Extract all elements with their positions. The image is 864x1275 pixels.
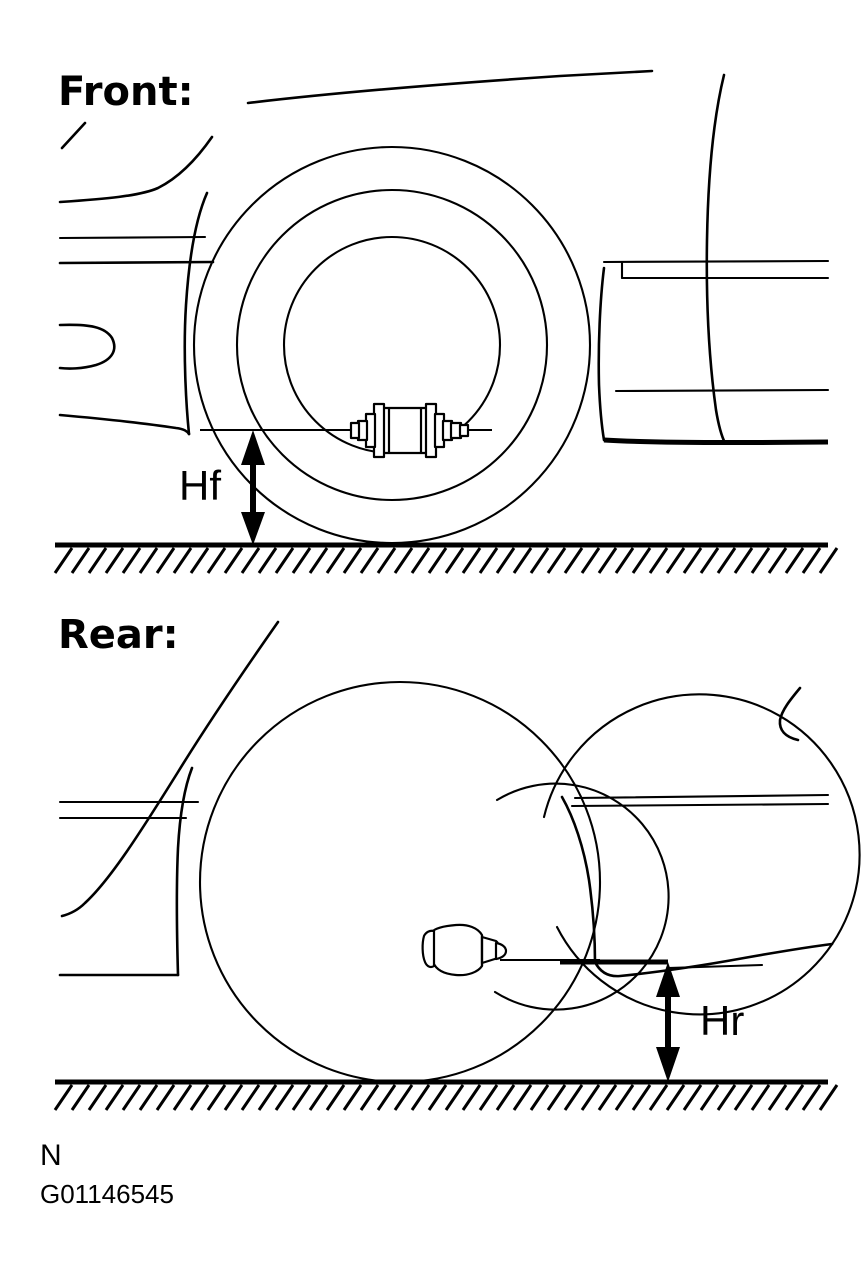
rear-wheel-arch-front-edge <box>175 766 194 977</box>
front-hatch-ticks <box>53 547 839 574</box>
door-sill-line <box>614 388 830 393</box>
front-wheel-arch-front-edge <box>183 191 209 436</box>
front-body-door-group <box>597 73 830 446</box>
door-trim-line-upper <box>602 259 830 264</box>
rear-wheel-group <box>198 680 861 1084</box>
front-trim-line-upper <box>58 235 207 240</box>
rear-hatch-ticks <box>53 1084 839 1111</box>
rear-right-trim-upper <box>573 793 830 800</box>
front-fender-top-curve <box>58 135 214 204</box>
rear-hub-cap-left <box>421 929 436 969</box>
rear-view-group: Rear: <box>53 612 861 1111</box>
front-dimension-label: Hf <box>179 462 221 509</box>
rear-wheel-arch-rear-edge <box>560 795 597 964</box>
door-leading-edge <box>705 73 727 445</box>
rear-double-headed-arrow <box>656 962 680 1082</box>
rear-body-outline <box>58 620 280 977</box>
front-tire-inner-circle <box>235 188 549 502</box>
front-axle-end-right <box>458 423 470 438</box>
front-ground-group <box>53 542 839 574</box>
front-double-headed-arrow <box>241 430 265 545</box>
rear-dimension-arrow <box>656 962 680 1082</box>
rear-dimension-label: Hr <box>700 997 744 1044</box>
front-dimension-arrow <box>241 430 265 545</box>
front-hood-slash <box>60 121 87 150</box>
rear-tire-outer-circle <box>198 680 602 1084</box>
front-vent-notch <box>58 323 116 370</box>
figure-code: G01146545 <box>40 1179 174 1209</box>
rear-ground-hatching <box>53 1084 839 1111</box>
rear-axle-end <box>494 941 508 961</box>
rear-wheel-arch-edge-front <box>597 266 606 442</box>
rear-section-heading: Rear: <box>58 612 179 658</box>
footer-note: N <box>40 1139 62 1172</box>
rear-quarter-panel-curve <box>60 620 280 918</box>
front-body-outline <box>58 69 654 436</box>
front-hub-assembly <box>349 402 470 459</box>
rear-ground-group <box>53 1079 839 1111</box>
rear-wheel-rim-arc <box>493 782 670 1011</box>
front-trim-line-lower <box>58 260 215 265</box>
rear-hub-body <box>429 923 484 977</box>
figure-footer-group: N G01146545 <box>40 1139 174 1209</box>
front-rocker-panel <box>603 437 829 446</box>
front-axle-nut-left <box>349 421 361 440</box>
front-section-heading: Front: <box>58 69 194 115</box>
rear-right-trim-lower <box>570 802 830 808</box>
rear-body-right-group <box>560 686 834 978</box>
hood-beltline <box>246 69 654 105</box>
front-view-group: Front: <box>53 69 839 574</box>
rear-hub-assembly <box>421 923 508 977</box>
front-ground-hatching <box>53 547 839 574</box>
rear-sill-short-line <box>666 963 764 970</box>
front-lower-rocker <box>58 413 191 436</box>
rear-bumper-hook-detail <box>778 686 802 742</box>
